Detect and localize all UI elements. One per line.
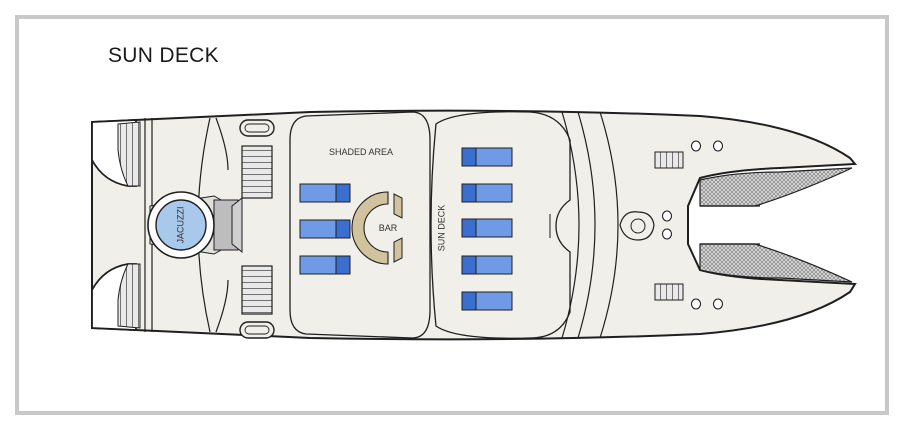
- stern-stairs-bottom: [117, 263, 141, 329]
- loungers-shaded: [299, 183, 351, 275]
- stairs-upper: [241, 145, 273, 199]
- stern-stairs-top: [117, 121, 141, 187]
- bar-counter: [351, 191, 389, 265]
- deck-title: SUN DECK: [108, 44, 219, 67]
- forward-fitting: [619, 211, 655, 241]
- stairs-lower: [241, 265, 273, 315]
- jacuzzi-label: JACUZZI: [175, 207, 185, 244]
- bow-cleats: [661, 140, 724, 310]
- trampoline-net-top: [699, 167, 853, 207]
- jacuzzi: [155, 199, 207, 251]
- bar-label: BAR: [379, 223, 398, 233]
- trampoline-net-bottom: [699, 243, 853, 283]
- bow-stairs-bottom: [654, 283, 684, 301]
- sun-deck-label: SUN DECK: [436, 205, 446, 252]
- loungers-sun-deck: [461, 147, 513, 311]
- shaded-area-label: SHADED AREA: [329, 147, 393, 157]
- bow-stairs-top: [654, 151, 684, 169]
